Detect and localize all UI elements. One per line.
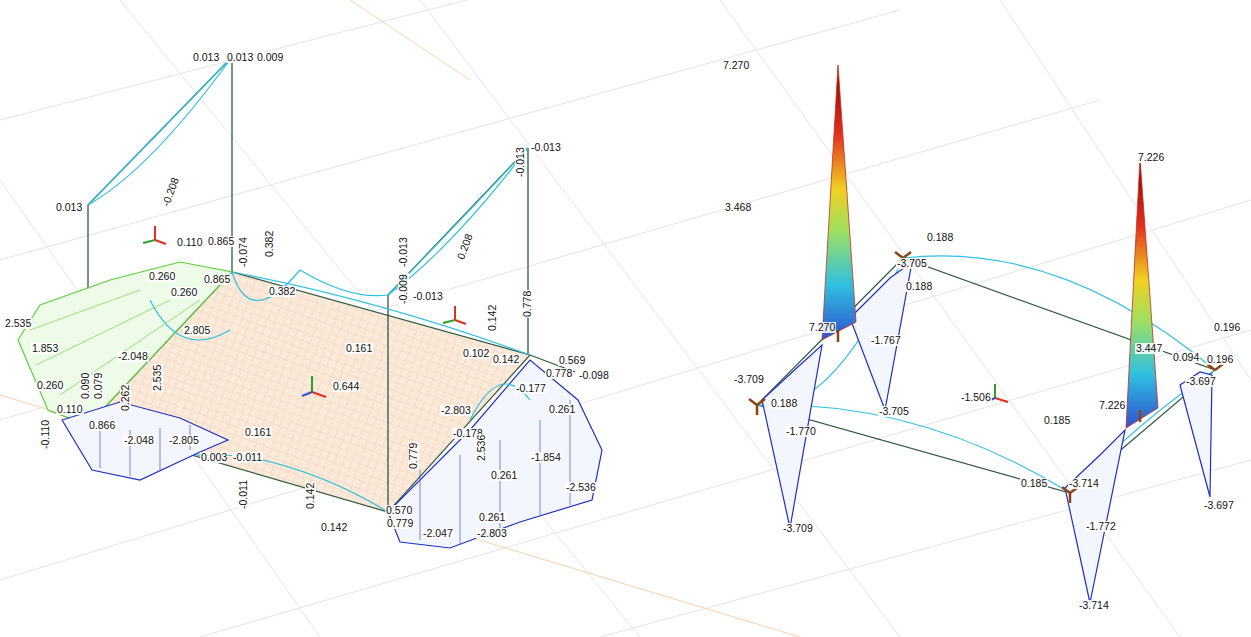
value-label: 0.013	[55, 202, 83, 213]
value-label: -0.098	[578, 370, 610, 381]
value-label: 0.161	[244, 427, 272, 438]
value-label: -3.714	[1078, 600, 1110, 611]
value-label: 2.536	[476, 434, 487, 462]
value-label: 0.865	[203, 274, 231, 285]
value-label: 0.570	[385, 505, 413, 516]
value-label: -3.709	[733, 374, 765, 385]
value-label: 0.196	[1213, 322, 1241, 333]
value-label: 0.102	[462, 348, 490, 359]
value-label: 0.260	[36, 380, 64, 391]
value-label: -1.506	[960, 392, 992, 403]
value-label: -3.714	[1068, 478, 1100, 489]
value-label: -1.767	[870, 335, 902, 346]
value-label: -3.697	[1203, 500, 1235, 511]
value-label: 2.535	[4, 318, 32, 329]
value-label: -0.009	[398, 273, 409, 305]
value-label: -3.705	[896, 258, 928, 269]
value-label: -1.854	[530, 452, 562, 463]
value-label: 2.535	[152, 364, 163, 392]
value-label: 0.644	[332, 381, 360, 392]
value-label: 0.261	[490, 470, 518, 481]
value-label: 0.185	[1020, 478, 1048, 489]
value-label: 0.142	[487, 304, 498, 332]
value-label: -1.772	[1085, 521, 1117, 532]
value-label: -3.705	[878, 406, 910, 417]
value-label: 0.142	[305, 482, 316, 510]
value-label: 0.382	[268, 286, 296, 297]
value-label: -3.709	[782, 523, 814, 534]
value-label: 0.778	[522, 290, 533, 318]
value-label: -1.770	[785, 426, 817, 437]
value-label: 0.262	[120, 384, 131, 412]
value-label: 0.079	[93, 372, 104, 400]
value-label: -0.074	[238, 236, 249, 268]
value-label: -2.048	[117, 351, 149, 362]
value-label: -0.110	[40, 419, 51, 450]
value-label: 0.261	[548, 404, 576, 415]
value-label: 0.003	[200, 452, 228, 463]
value-label: 0.013	[226, 52, 254, 63]
value-label: 0.779	[408, 442, 419, 470]
value-label: 0.090	[80, 372, 91, 400]
value-label: -2.047	[422, 528, 454, 539]
value-label: 7.226	[1137, 152, 1165, 163]
value-label: -2.048	[123, 435, 155, 446]
value-label: 3.468	[724, 202, 752, 213]
value-label: 0.779	[386, 518, 414, 529]
value-label: -2.803	[440, 405, 472, 416]
value-label: -2.536	[565, 482, 597, 493]
value-label: 0.260	[148, 271, 176, 282]
value-label: 0.110	[176, 237, 204, 248]
value-label: -0.013	[412, 291, 444, 302]
value-label: 7.270	[722, 60, 750, 71]
value-label: 0.778	[545, 368, 573, 379]
value-label: 0.013	[192, 52, 220, 63]
value-label: 0.094	[1172, 352, 1200, 363]
value-label: 0.196	[1206, 354, 1234, 365]
value-label: 0.569	[558, 355, 586, 366]
axis-line	[0, 0, 800, 637]
value-label: 0.161	[345, 343, 373, 354]
value-label: 0.261	[478, 512, 506, 523]
value-label: 1.853	[31, 343, 59, 354]
moment-diagram	[18, 57, 602, 548]
moment-spike	[822, 65, 1158, 428]
value-label: -0.011	[238, 479, 249, 510]
value-label: -0.011	[232, 452, 263, 463]
value-label: 0.188	[770, 398, 798, 409]
value-label: 0.142	[492, 354, 520, 365]
value-label: 2.805	[183, 325, 211, 336]
value-label: 3.447	[1135, 343, 1163, 354]
value-label: -2.805	[168, 435, 200, 446]
value-label: -0.177	[515, 383, 547, 394]
value-label: 0.865	[207, 236, 235, 247]
value-label: 0.866	[88, 420, 116, 431]
value-label: -0.013	[398, 236, 409, 268]
value-label: 0.188	[905, 281, 933, 292]
value-label: 0.110	[56, 404, 84, 415]
support	[749, 252, 1223, 503]
value-label: -2.803	[476, 528, 508, 539]
value-label: 7.270	[808, 322, 836, 333]
value-label: 0.142	[320, 522, 348, 533]
value-label: 0.009	[256, 52, 284, 63]
value-label: 0.188	[926, 232, 954, 243]
value-label: 0.260	[170, 287, 198, 298]
value-label: -0.208	[160, 175, 181, 209]
value-label: -0.013	[530, 142, 562, 153]
value-label: -0.013	[515, 146, 526, 178]
value-label: 7.226	[1098, 400, 1126, 411]
value-label: 0.208	[455, 231, 475, 261]
value-label: -3.697	[1185, 376, 1217, 387]
value-label: 0.382	[264, 230, 275, 258]
value-label: 0.185	[1043, 415, 1071, 426]
